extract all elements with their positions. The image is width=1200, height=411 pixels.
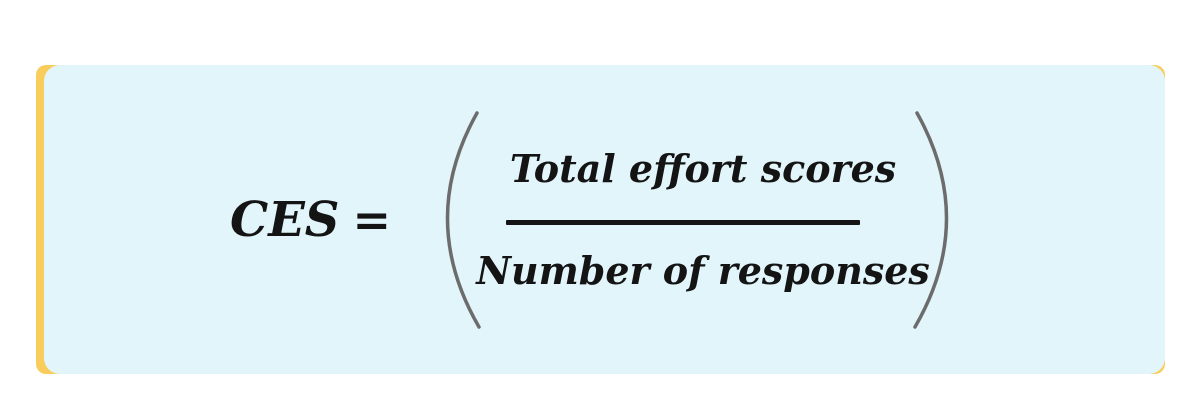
fraction-numerator: Total effort scores [509,145,897,191]
fraction: Total effort scores Number of responses [476,145,930,295]
formula-card-panel: CES = Total effort scores Number of resp… [44,65,1165,374]
ces-formula: CES = Total effort scores Number of resp… [230,109,951,331]
formula-card: CES = Total effort scores Number of resp… [36,65,1165,374]
fraction-denominator: Number of responses [476,248,930,293]
fraction-bar [506,220,860,225]
left-parenthesis-icon [445,110,481,329]
equals-sign: = [352,192,391,247]
right-parenthesis-icon [913,110,949,329]
ces-label: CES [230,191,340,248]
